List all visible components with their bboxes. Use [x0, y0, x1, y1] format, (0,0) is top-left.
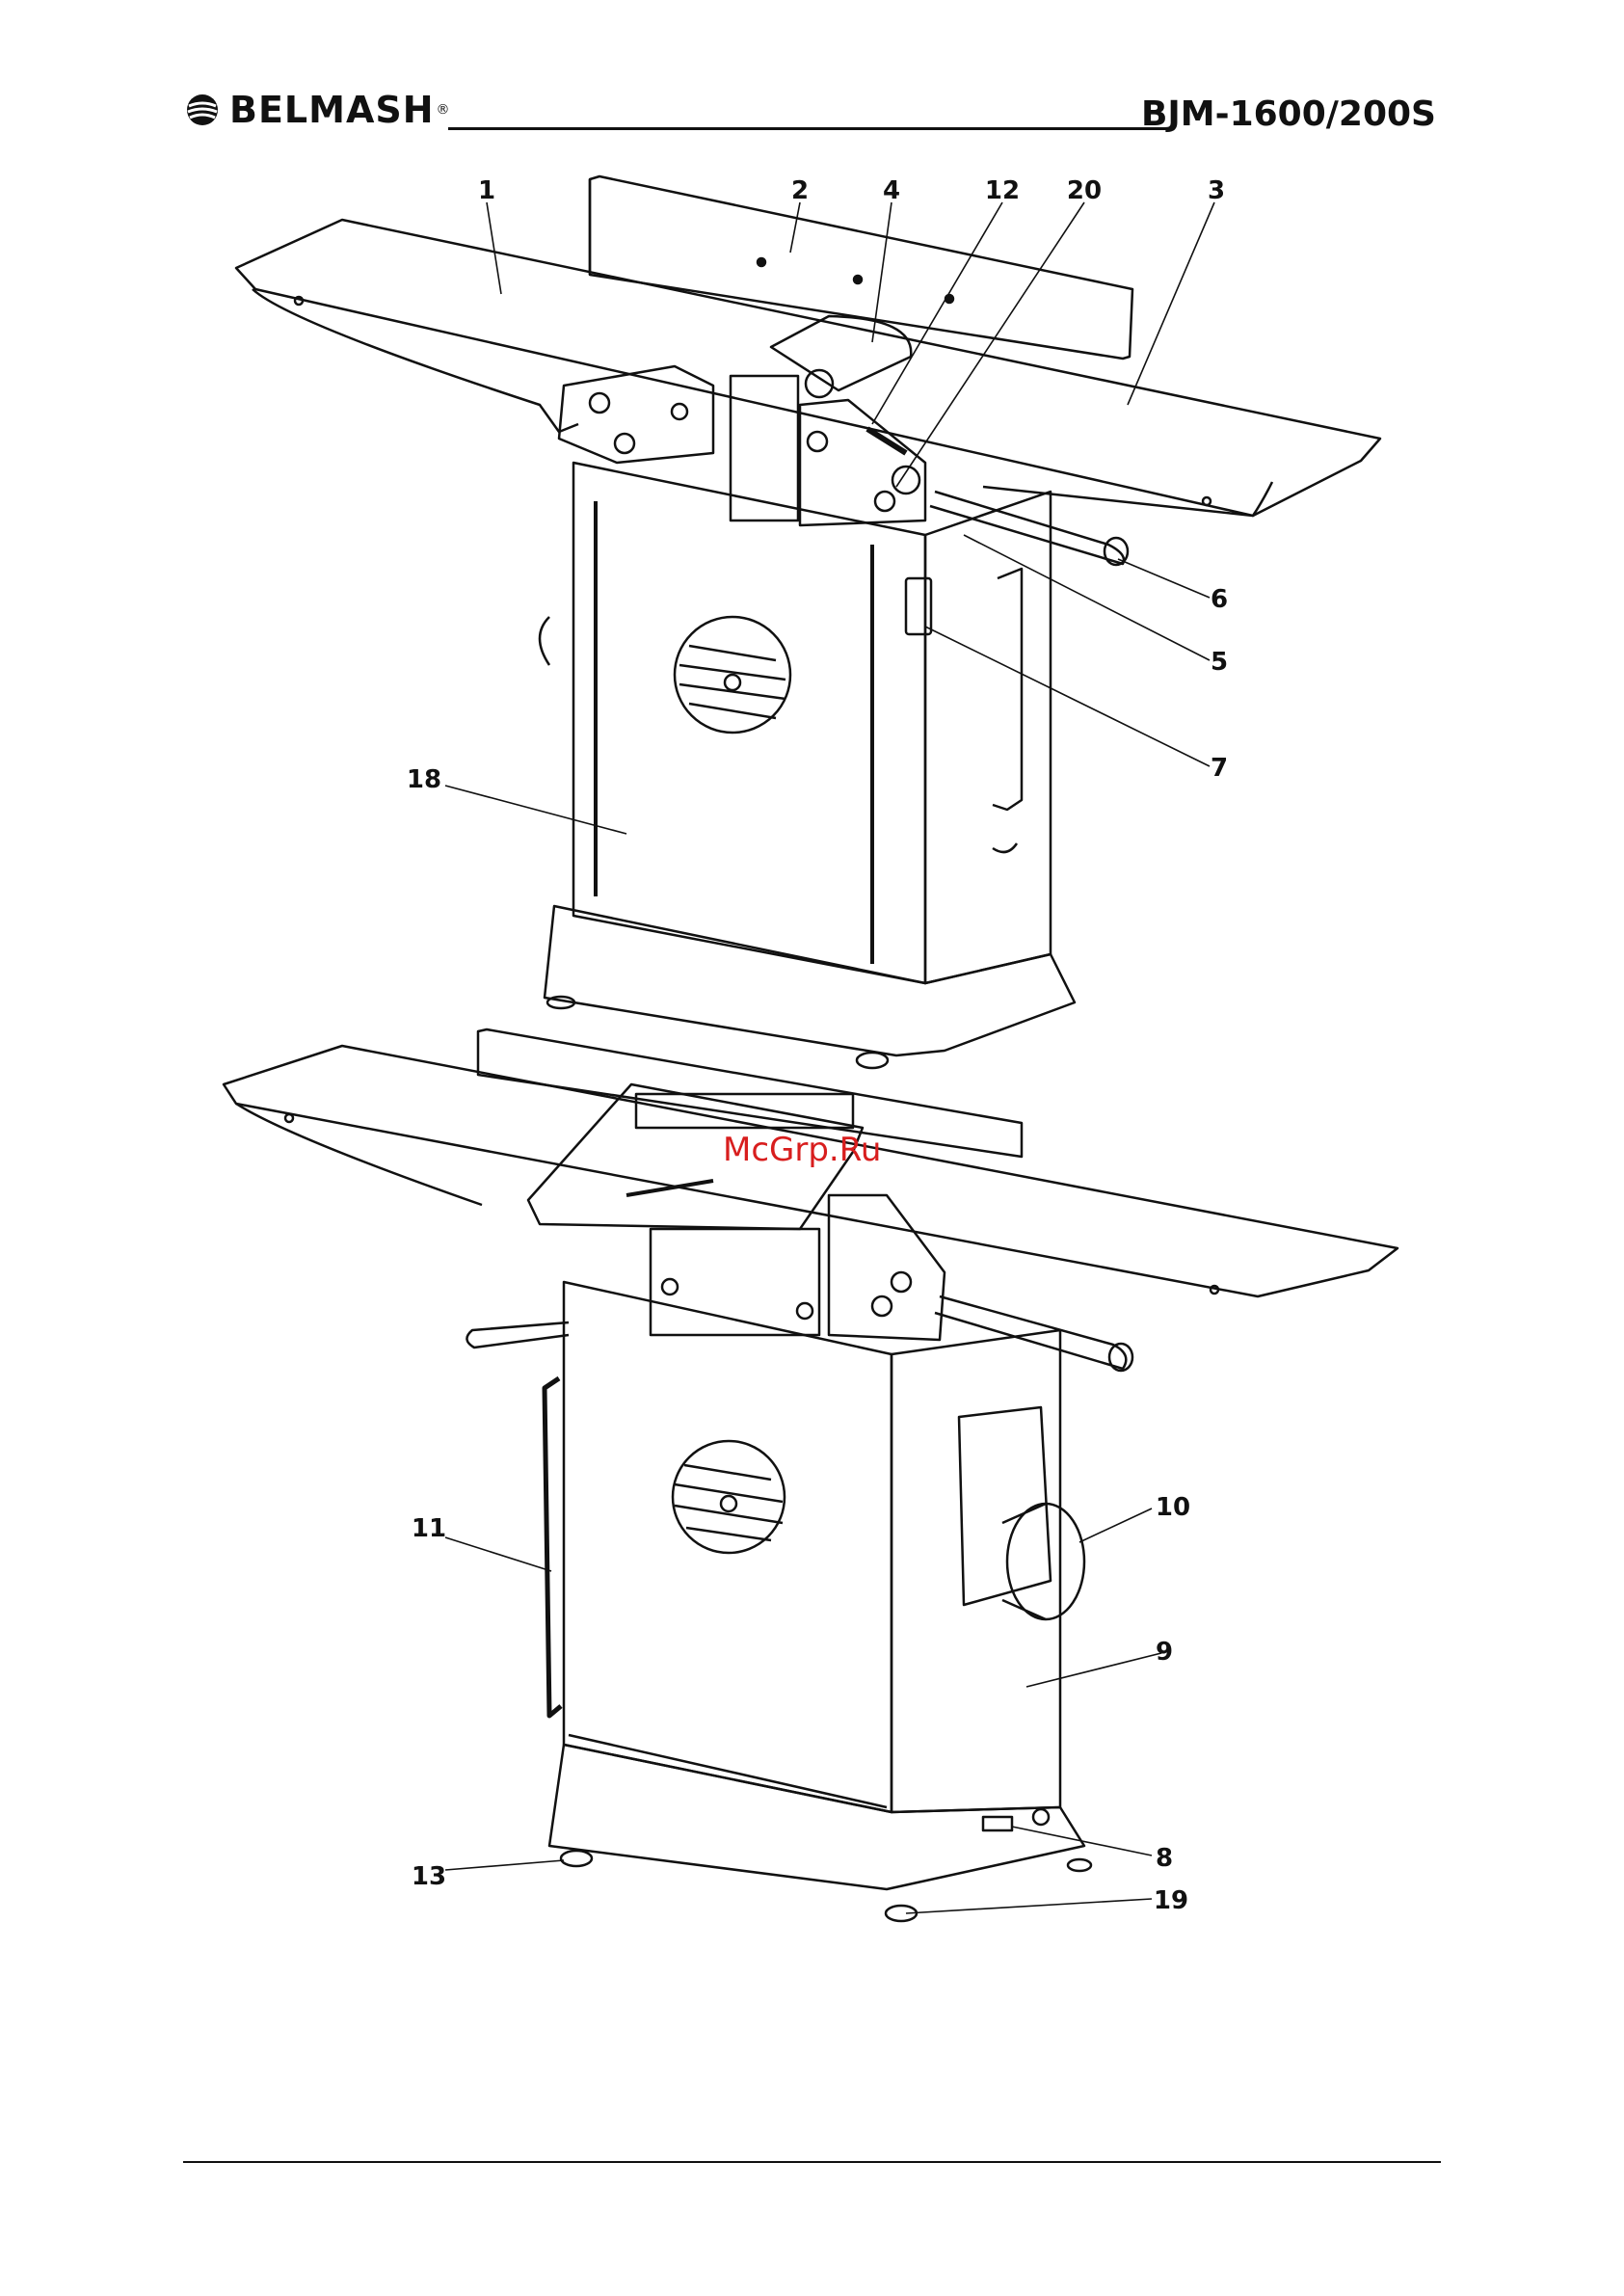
- callout-8: 8: [1156, 1844, 1173, 1873]
- housing-nut: [662, 1279, 678, 1295]
- panel-edge: [569, 1735, 887, 1807]
- caster-wheel: [561, 1851, 592, 1866]
- depth-lever: [892, 467, 919, 494]
- vent-hub: [721, 1496, 736, 1511]
- bracket-nut: [590, 393, 609, 413]
- bracket-nut: [808, 432, 827, 451]
- bracket-nut: [875, 492, 894, 511]
- fence-screw: [758, 258, 765, 266]
- callout-20: 20: [1067, 176, 1102, 205]
- callout-12: 12: [985, 176, 1020, 205]
- vent-slot: [684, 1465, 771, 1480]
- dust-port-tube: [1002, 1504, 1046, 1619]
- cord-plug: [993, 843, 1017, 852]
- blade-guard: [771, 316, 911, 390]
- adjust-handle: [935, 1296, 1126, 1369]
- table-underside-left: [253, 289, 578, 432]
- leveling-foot: [1068, 1859, 1091, 1871]
- callout-11: 11: [412, 1514, 446, 1543]
- callout-1: 1: [478, 176, 495, 205]
- callout-5: 5: [1211, 648, 1228, 677]
- vent-hub: [725, 675, 740, 690]
- callout-19: 19: [1154, 1886, 1188, 1915]
- bracket-nut: [615, 434, 634, 453]
- vent-slot: [675, 1484, 783, 1502]
- watermark: McGrp.Ru: [723, 1131, 881, 1169]
- table-bolt: [1211, 1286, 1218, 1294]
- bracket-nut: [892, 1272, 911, 1292]
- vent-slot: [689, 704, 776, 718]
- vent-slot: [679, 665, 785, 680]
- callout-13: 13: [412, 1862, 446, 1891]
- adjust-handle: [930, 492, 1124, 564]
- jointer-table-bottom: [224, 1046, 1398, 1296]
- motor-lock: [983, 1817, 1012, 1830]
- handle-grip: [1109, 1344, 1132, 1371]
- callout-3: 3: [1208, 176, 1225, 205]
- bracket-nut: [672, 404, 687, 419]
- table-bolt: [1203, 497, 1211, 505]
- fence-screw: [854, 276, 862, 283]
- right-bracket: [800, 400, 925, 525]
- cutter-housing: [731, 376, 798, 521]
- dust-port-outlet: [1007, 1504, 1084, 1619]
- callout-9: 9: [1156, 1638, 1173, 1667]
- cabinet-base: [545, 906, 1075, 1055]
- guard-slot: [626, 1181, 713, 1195]
- jointer-table-top: [236, 220, 1380, 516]
- motor-lock-screw: [1033, 1809, 1049, 1825]
- rear-port: [540, 617, 549, 665]
- callout-2: 2: [791, 176, 809, 205]
- cabinet-side: [925, 492, 1051, 983]
- vent-slot: [675, 1506, 783, 1523]
- right-bracket: [829, 1195, 945, 1340]
- left-bracket: [559, 366, 713, 463]
- rear-handle: [466, 1322, 569, 1348]
- fence: [590, 176, 1132, 359]
- vent-slot: [679, 684, 785, 699]
- side-handle: [545, 1378, 561, 1716]
- cabinet-side: [892, 1330, 1060, 1812]
- vent-slot: [689, 646, 776, 660]
- callout-6: 6: [1211, 585, 1228, 614]
- table-underside-left: [236, 1104, 482, 1205]
- footer-rule: [183, 2161, 1441, 2163]
- vent-slot: [686, 1528, 771, 1540]
- callout-4: 4: [883, 176, 900, 205]
- caster-wheel: [857, 1053, 888, 1068]
- callout-10: 10: [1156, 1493, 1190, 1522]
- housing-nut: [797, 1303, 812, 1319]
- callout-18: 18: [407, 765, 441, 794]
- table-bolt: [285, 1114, 293, 1122]
- callout-7: 7: [1211, 754, 1228, 783]
- side-handle: [993, 569, 1022, 810]
- table-bolt: [295, 297, 303, 305]
- bracket-nut: [872, 1296, 892, 1316]
- cabinet-front: [564, 1282, 892, 1812]
- power-switch: [906, 578, 931, 634]
